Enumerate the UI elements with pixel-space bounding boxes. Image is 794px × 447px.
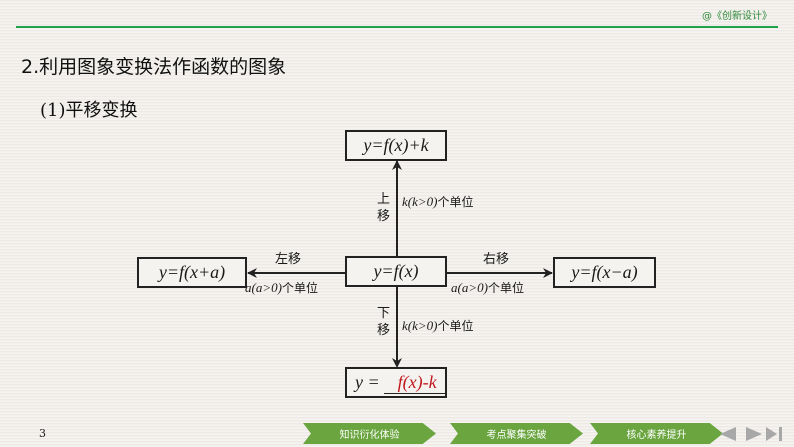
nav-knowledge-button[interactable]: 知识衍化体验 (303, 423, 436, 444)
down-shift-amount: k(k>0)个单位 (402, 318, 474, 333)
brand-label: @《创新设计》 (702, 11, 772, 22)
arrow-up-head (392, 160, 402, 170)
subsection-number: (1) (40, 100, 66, 121)
previous-icon (720, 426, 736, 441)
arrow-left-line (248, 272, 345, 274)
function-box-top: y=f(x)+k (345, 130, 447, 161)
section-heading: 2.利用图象变换法作函数的图象 (21, 56, 287, 78)
arrow-up-line (396, 161, 398, 256)
function-box-left: y=f(x+a) (137, 257, 247, 288)
previous-button[interactable] (719, 425, 739, 442)
nav-literacy-button[interactable]: 核心素养提升 (590, 423, 723, 444)
right-shift-label: 右移 (483, 252, 510, 267)
up-shift-label: 上移 (377, 192, 391, 224)
formula-right: y=f(x−a) (571, 262, 638, 282)
page-number: 3 (39, 427, 46, 440)
function-box-bottom: y = f(x)-k (345, 367, 447, 398)
arrow-down-head (392, 358, 402, 368)
last-page-button[interactable] (765, 425, 785, 442)
subsection-heading: (1)平移变换 (40, 96, 138, 122)
nav-keypoints-button[interactable]: 考点聚集突破 (450, 423, 583, 444)
arrow-left-head (247, 268, 257, 278)
arrow-right-head (543, 268, 553, 278)
function-box-center: y=f(x) (345, 256, 447, 287)
arrow-down-line (396, 287, 398, 365)
last-icon (766, 426, 782, 441)
left-shift-label: 左移 (275, 252, 302, 267)
arrow-right-line (447, 272, 552, 274)
next-icon (746, 426, 762, 441)
subsection-title: 平移变换 (65, 100, 138, 121)
left-shift-amount: a(a>0)个单位 (245, 280, 318, 295)
formula-top: y=f(x)+k (363, 135, 429, 155)
formula-left: y=f(x+a) (158, 262, 226, 282)
right-shift-amount: a(a>0)个单位 (451, 280, 524, 295)
down-shift-label: 下移 (377, 306, 391, 338)
function-box-right: y=f(x−a) (553, 257, 656, 288)
next-button[interactable] (743, 425, 763, 442)
header-divider (16, 26, 778, 28)
formula-bottom-prefix: y = (355, 372, 380, 392)
formula-center: y=f(x) (373, 261, 419, 281)
answer-blank: f(x)-k (383, 372, 445, 394)
up-shift-amount: k(k>0)个单位 (402, 194, 474, 209)
